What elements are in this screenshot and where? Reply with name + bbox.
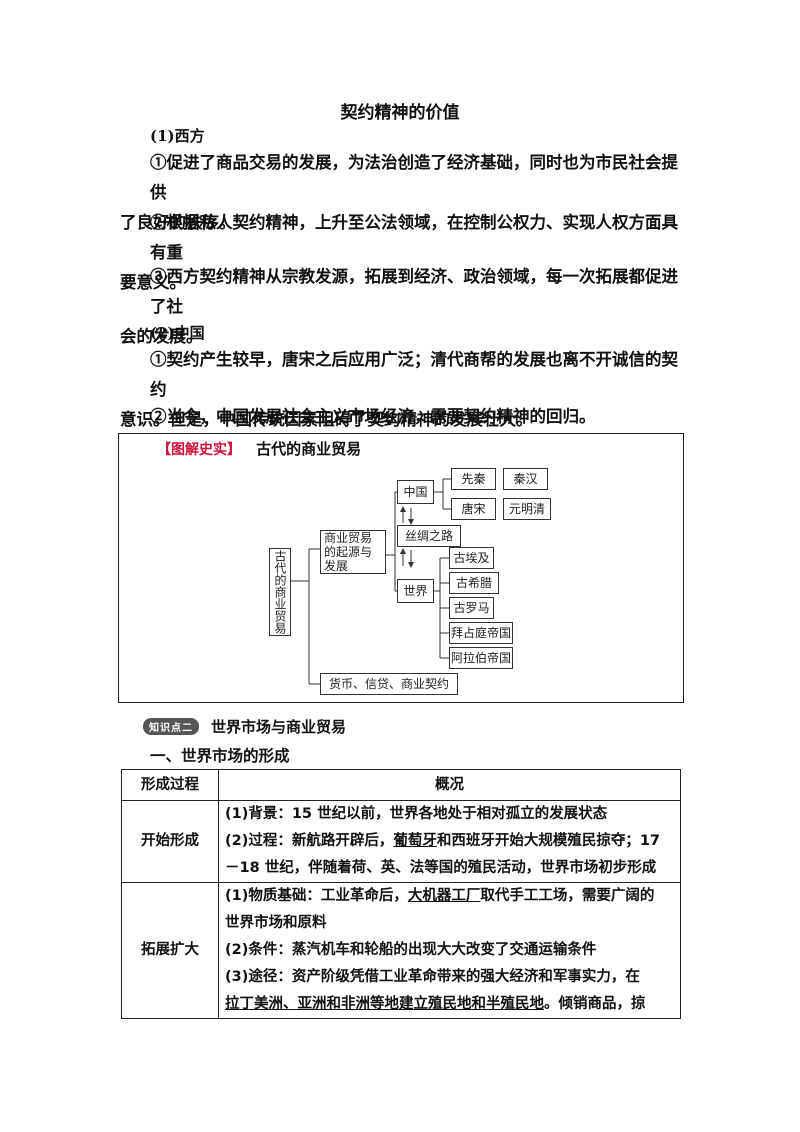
west-paragraph-1: ①促进了商品交易的发展，为法治创造了经济基础，同时也为市民社会提供 了良好的秩序… xyxy=(120,148,680,238)
west-paragraph-2: ②根据私人契约精神，上升至公法领域，在控制公权力、实现人权方面具有重 要意义。 xyxy=(120,208,680,298)
text: 和西班牙开始大规模殖民掠夺；17 xyxy=(436,833,661,849)
diagram-period-node: 元明清 xyxy=(503,498,551,520)
row-label: 拓展扩大 xyxy=(121,882,219,1019)
china-paragraph-1: ①契约产生较早，唐宋之后应用广泛；清代商帮的发展也离不开诚信的契约 意识。但是，… xyxy=(120,345,680,435)
row-content: (1)背景：15 世纪以前，世界各地处于相对孤立的发展状态 (2)过程：新航路开… xyxy=(218,800,681,883)
diagram-silk-road-node: 丝绸之路 xyxy=(397,525,461,547)
line: (2)条件：蒸汽机车和轮船的出现大大改变了交通运输条件 xyxy=(225,942,597,958)
line: (2)过程：新航路开辟后，葡萄牙和西班牙开始大规模殖民掠夺；17 xyxy=(225,828,674,855)
table-row: 拓展扩大 (1)物质基础：工业革命后，大机器工厂取代手工工场，需要广阔的 世界市… xyxy=(121,882,681,1019)
diagram-period-node: 先秦 xyxy=(451,468,496,490)
china-heading: (2)中国 xyxy=(150,324,205,342)
diagram-origin-node: 商业贸易的起源与发展 xyxy=(320,530,386,574)
diagram-frame: 【图解史实】 古代的商业贸易 xyxy=(118,433,684,703)
diagram-period-node: 唐宋 xyxy=(451,498,496,520)
line: 了良好的秩序。 xyxy=(120,213,236,232)
row-label: 开始形成 xyxy=(121,800,219,883)
text: 取代手工工场，需要广阔的 xyxy=(480,888,655,904)
page-title: 契约精神的价值 xyxy=(340,103,460,123)
line: (1)物质基础：工业革命后，大机器工厂取代手工工场，需要广阔的 xyxy=(225,883,674,910)
underlined-text: 葡萄牙 xyxy=(393,833,437,849)
table-header: 形成过程 xyxy=(121,769,219,801)
diagram-tag: 【图解史实】 xyxy=(157,442,241,458)
line: (3)途径：资产阶级凭借工业革命带来的强大经济和军事实力，在 xyxy=(225,969,640,985)
line: 世界市场和原料 xyxy=(225,915,327,931)
line: 拉丁美洲、亚洲和非洲等地建立殖民地和半殖民地。倾销商品，掠 xyxy=(225,991,674,1018)
knowledge-badge: 知识点二 xyxy=(143,718,199,735)
diagram-title: 古代的商业贸易 xyxy=(256,440,362,458)
diagram-world-item: 古埃及 xyxy=(449,547,494,569)
table-row: 开始形成 (1)背景：15 世纪以前，世界各地处于相对孤立的发展状态 (2)过程… xyxy=(121,800,681,883)
line: ①促进了商品交易的发展，为法治创造了经济基础，同时也为市民社会提供 xyxy=(150,153,678,202)
line: ③西方契约精神从宗教发源，拓展到经济、政治领域，每一次拓展都促进了社 xyxy=(150,267,678,316)
subsection-title: 一、世界市场的形成 xyxy=(150,747,290,765)
section-heading: 知识点二 世界市场与商业贸易 xyxy=(143,716,346,737)
diagram-heading: 【图解史实】 古代的商业贸易 xyxy=(157,438,361,459)
text: 。倾销商品，掠 xyxy=(544,996,646,1012)
diagram-world-node: 世界 xyxy=(397,579,434,603)
diagram-world-item: 古希腊 xyxy=(449,572,499,594)
underlined-text: 大机器工厂 xyxy=(407,888,481,904)
text: (2)过程：新航路开辟后， xyxy=(225,833,394,849)
table-header-row: 形成过程 概况 xyxy=(121,769,681,801)
section-title: 世界市场与商业贸易 xyxy=(211,718,347,736)
line: ①契约产生较早，唐宋之后应用广泛；清代商帮的发展也离不开诚信的契约 xyxy=(150,350,678,399)
diagram-world-item: 拜占庭帝国 xyxy=(449,622,513,644)
line: 要意义。 xyxy=(120,273,186,292)
underlined-text: 拉丁美洲、亚洲和非洲等地建立殖民地和半殖民地 xyxy=(225,996,544,1012)
diagram-currency-node: 货币、信贷、商业契约 xyxy=(320,673,458,695)
diagram-china-node: 中国 xyxy=(397,480,434,504)
diagram-world-item: 古罗马 xyxy=(449,597,494,619)
diagram-connectors xyxy=(291,478,451,685)
diagram-root-node: 古代的商业贸易 xyxy=(269,548,291,636)
line: 意识。但是，中国传统因素阻碍了契约精神的发展壮大。 xyxy=(120,410,533,429)
text: (1)物质基础：工业革命后， xyxy=(225,888,408,904)
line: 会的发展。 xyxy=(120,327,203,346)
line: (1)背景：15 世纪以前，世界各地处于相对孤立的发展状态 xyxy=(225,806,608,822)
row-content: (1)物质基础：工业革命后，大机器工厂取代手工工场，需要广阔的 世界市场和原料 … xyxy=(218,882,681,1019)
west-heading: (1)西方 xyxy=(150,127,205,145)
china-paragraph-2: ②当今，中国发展社会主义市场经济，需要契约精神的回归。 xyxy=(150,407,596,426)
diagram-period-node: 秦汉 xyxy=(503,468,548,490)
line: ②根据私人契约精神，上升至公法领域，在控制公权力、实现人权方面具有重 xyxy=(150,213,678,262)
diagram-world-item: 阿拉伯帝国 xyxy=(449,647,513,669)
west-paragraph-3: ③西方契约精神从宗教发源，拓展到经济、政治领域，每一次拓展都促进了社 会的发展。 xyxy=(120,262,680,352)
overview-table: 形成过程 概况 开始形成 (1)背景：15 世纪以前，世界各地处于相对孤立的发展… xyxy=(121,769,681,1019)
line: －18 世纪，伴随着荷、英、法等国的殖民活动，世界市场初步形成 xyxy=(225,860,657,876)
table-header: 概况 xyxy=(218,769,681,801)
